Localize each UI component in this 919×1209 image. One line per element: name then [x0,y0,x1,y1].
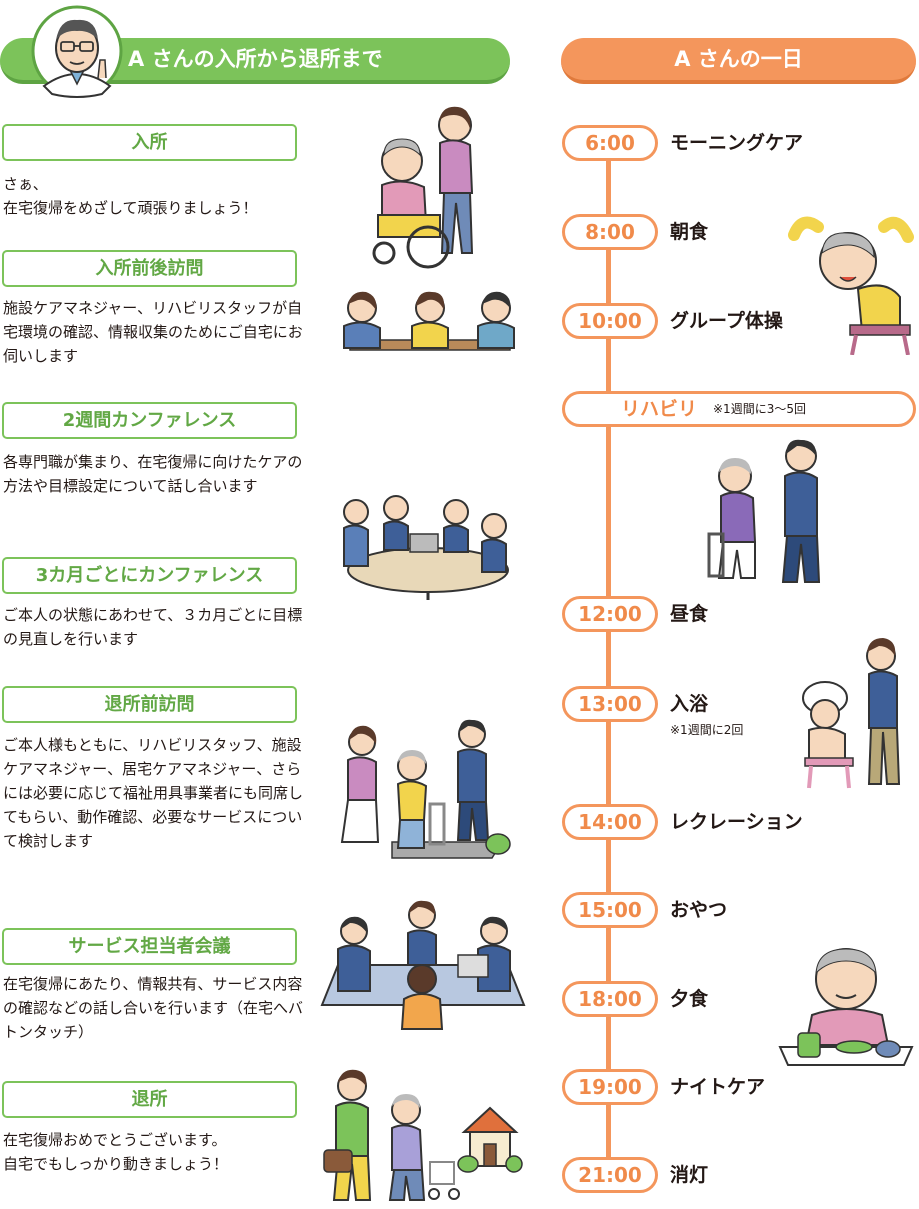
step-desc-2week-conference: 各専門職が集まり、在宅復帰に向けたケアの方法や目標設定について話し合います [3,453,303,495]
time-pill-1900: 19:00 [562,1069,658,1105]
time-pill-0800: 8:00 [562,214,658,250]
time-pill-1400: 14:00 [562,804,658,840]
step-label-pre-visit: 入所前後訪問 [2,250,297,287]
step-label-service-meeting: サービス担当者会議 [2,928,297,965]
time-pill-1800: 18:00 [562,981,658,1017]
time-pill-1200: 12:00 [562,596,658,632]
discharge-visit-illustration [340,719,511,859]
schedule-label-morning-care: モーニングケア [670,132,804,154]
step-desc-pre-discharge-visit: ご本人様もともに、リハビリスタッフ、施設ケアマネジャー、居宅ケアマネジャー、さら… [3,736,304,850]
schedule-note-bath: ※1週間に2回 [670,723,744,737]
time-pill-2100: 21:00 [562,1157,658,1193]
schedule-label-snack: おやつ [670,899,728,921]
left-title: A さんの入所から退所まで [128,47,383,71]
time-pill-1300: 13:00 [562,686,658,722]
step-label-pre-discharge-visit: 退所前訪問 [2,686,297,723]
home-visit-illustration [343,291,515,351]
exercise-illustration [788,216,914,355]
schedule-label-group-exercise: グループ体操 [670,310,783,332]
timeline-line [606,150,611,1180]
dinner-illustration [778,948,914,1066]
conference-illustration [343,495,509,600]
leaving-home-illustration [323,1069,523,1201]
schedule-label-bath: 入浴 [670,693,709,715]
step-label-discharge: 退所 [2,1081,297,1118]
step-desc-3month-conference: ご本人の状態にあわせて、３カ月ごとに目標の見直しを行います [3,606,303,648]
rehab-pill: リハビリ ※1週間に3〜5回 [562,391,916,427]
step-desc-discharge: 在宅復帰おめでとうございます。 自宅でもしっかり動きましょう！ [3,1131,229,1173]
schedule-label-lights-out: 消灯 [670,1164,709,1186]
rehab-walking-illustration [707,439,821,583]
rehab-note: ※1週間に3〜5回 [713,402,806,416]
schedule-label-dinner: 夕食 [670,988,709,1010]
step-desc-admission: さぁ、 在宅復帰をめざして頑張りましょう！ [3,175,258,217]
right-title-banner: A さんの一日 [561,38,916,84]
step-label-2week-conference: 2週間カンファレンス [2,402,297,439]
step-desc-service-meeting: 在宅復帰にあたり、情報共有、サービス内容の確認などの話し合いを行います（在宅へバ… [3,975,304,1041]
schedule-label-night-care: ナイトケア [670,1076,766,1098]
time-pill-1000: 10:00 [562,303,658,339]
step-label-admission: 入所 [2,124,297,161]
doctor-illustration [31,5,123,98]
schedule-label-recreation: レクレーション [670,811,803,833]
rehab-label: リハビリ [621,398,698,420]
time-pill-0600: 6:00 [562,125,658,161]
bath-illustration [802,638,901,789]
step-desc-pre-visit: 施設ケアマネジャー、リハビリスタッフが自宅環境の確認、情報収集のためにご自宅にお… [3,299,303,365]
time-pill-1500: 15:00 [562,892,658,928]
service-meeting-illustration [320,900,526,1030]
step-label-3month-conference: 3カ月ごとにカンファレンス [2,557,297,594]
wheelchair-illustration [372,106,474,269]
schedule-label-breakfast: 朝食 [670,221,709,243]
schedule-label-lunch: 昼食 [670,603,709,625]
